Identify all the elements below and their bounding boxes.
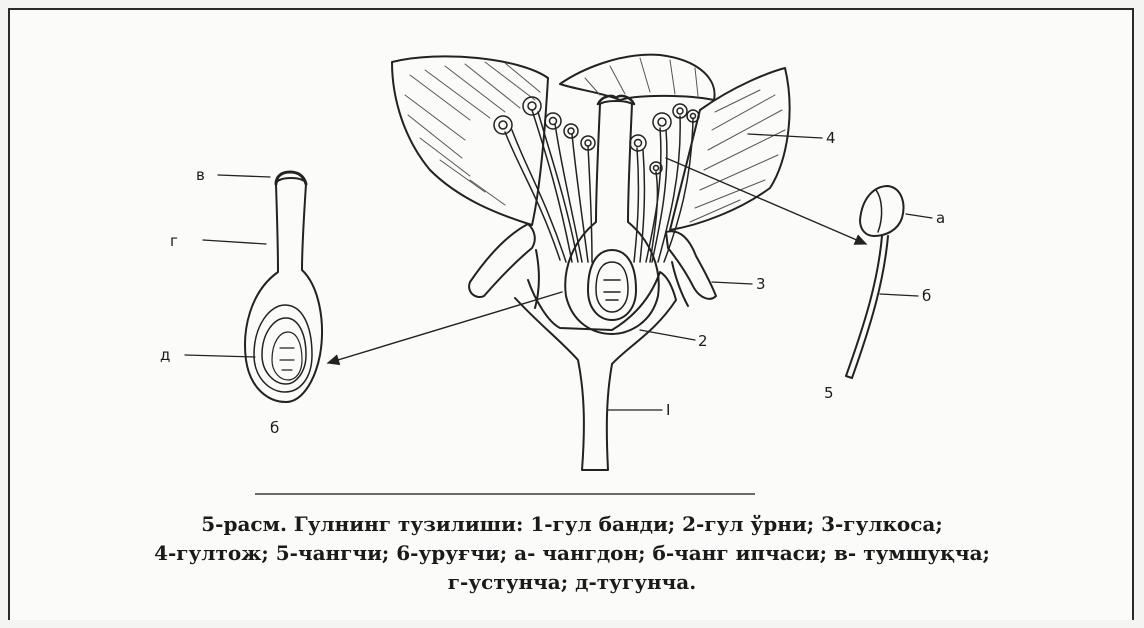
label-6: б: [922, 287, 931, 305]
label-1: I: [666, 401, 670, 419]
label-pistil-b: б: [270, 419, 279, 437]
leader-lines: [185, 134, 932, 410]
stamen-detail: [846, 186, 903, 378]
caption-line-2: 4-гултож; 5-чангчи; 6-уруғчи; а- чангдон…: [20, 539, 1124, 568]
label-2: 2: [698, 332, 708, 350]
receptacle: [515, 272, 676, 470]
caption-divider: [255, 493, 755, 495]
pistil-detail: [245, 172, 322, 402]
label-d: д: [160, 346, 170, 364]
pistil-main: [565, 96, 659, 334]
petal-right: [670, 68, 790, 230]
figure-caption: 5-расм. Гулнинг тузилиши: 1-гул банди; 2…: [20, 510, 1124, 597]
stamens-right: [630, 104, 699, 262]
petal-left: [392, 56, 548, 225]
label-a: а: [936, 209, 945, 227]
sepal-left: [469, 224, 539, 308]
caption-line-1: 5-расм. Гулнинг тузилиши: 1-гул банди; 2…: [20, 510, 1124, 539]
label-v: в: [196, 166, 205, 184]
label-3: 3: [756, 275, 766, 293]
label-5: 5: [824, 384, 834, 402]
petal-middle: [560, 55, 715, 100]
label-4: 4: [826, 129, 836, 147]
label-g: г: [170, 232, 178, 250]
caption-line-3: г-устунча; д-тугунча.: [20, 568, 1124, 597]
